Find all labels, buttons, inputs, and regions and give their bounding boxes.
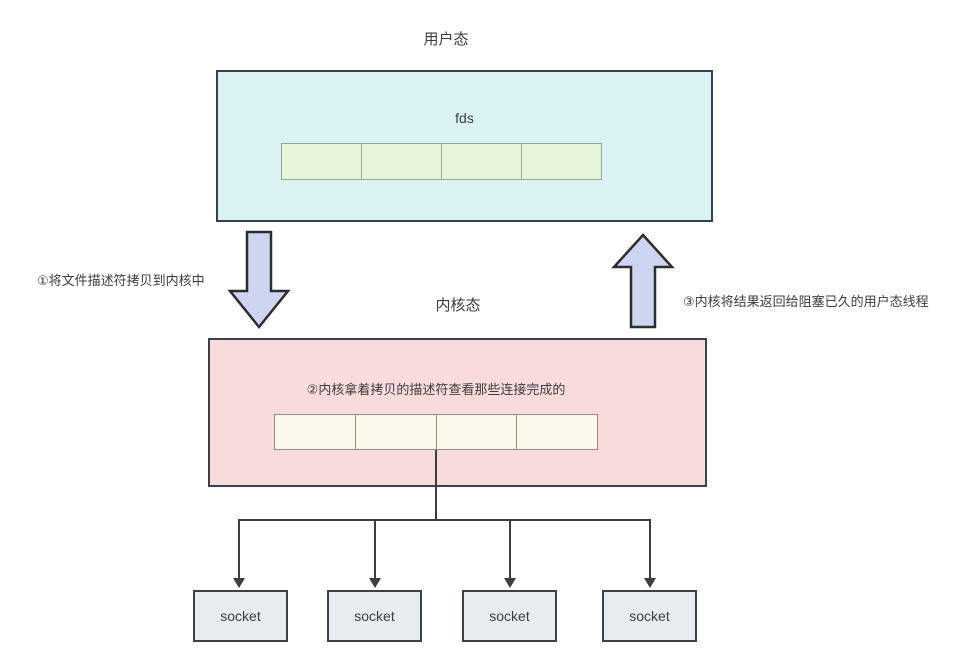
connector-branch-line (369, 521, 381, 588)
fd-slot (442, 143, 522, 180)
kernel-fd-array (274, 414, 598, 450)
kernel-fd-slot (355, 414, 437, 450)
socket-label: socket (629, 608, 670, 624)
kernel-fd-slot (436, 414, 518, 450)
connector-branch-line (504, 521, 516, 588)
kernel-fd-slot (517, 414, 598, 450)
fd-array (281, 143, 602, 180)
step1-label: ①将文件描述符拷贝到内核中 (37, 273, 205, 288)
kernel-space-title: 内核态 (435, 297, 481, 314)
connector-bus-line (238, 519, 651, 521)
fd-slot (362, 143, 442, 180)
connector-branch-line (233, 521, 245, 588)
arrowhead-down-icon (644, 578, 656, 588)
fd-slot (281, 143, 362, 180)
connector-branch-line (644, 521, 656, 588)
kernel-space-box: ②内核拿着拷贝的描述符查看那些连接完成的 (208, 338, 707, 487)
arrowhead-down-icon (233, 578, 245, 588)
fds-array-label: fds (455, 110, 474, 126)
socket-box: socket (462, 590, 557, 642)
fd-slot (522, 143, 602, 180)
step2-label: ②内核拿着拷贝的描述符查看那些连接完成的 (306, 382, 566, 397)
step3-label: ③内核将结果返回给阻塞已久的用户态线程 (683, 294, 929, 309)
socket-box: socket (327, 590, 422, 642)
down-arrow-icon (227, 230, 291, 329)
user-space-title: 用户态 (423, 31, 469, 48)
kernel-fd-slot (274, 414, 356, 450)
up-arrow-icon (611, 233, 675, 329)
user-space-box: fds (216, 70, 713, 222)
socket-box: socket (602, 590, 697, 642)
socket-label: socket (354, 608, 395, 624)
arrowhead-down-icon (504, 578, 516, 588)
socket-label: socket (489, 608, 530, 624)
socket-label: socket (220, 608, 261, 624)
arrowhead-down-icon (369, 578, 381, 588)
socket-box: socket (193, 590, 288, 642)
connector-stem-line (435, 450, 437, 521)
